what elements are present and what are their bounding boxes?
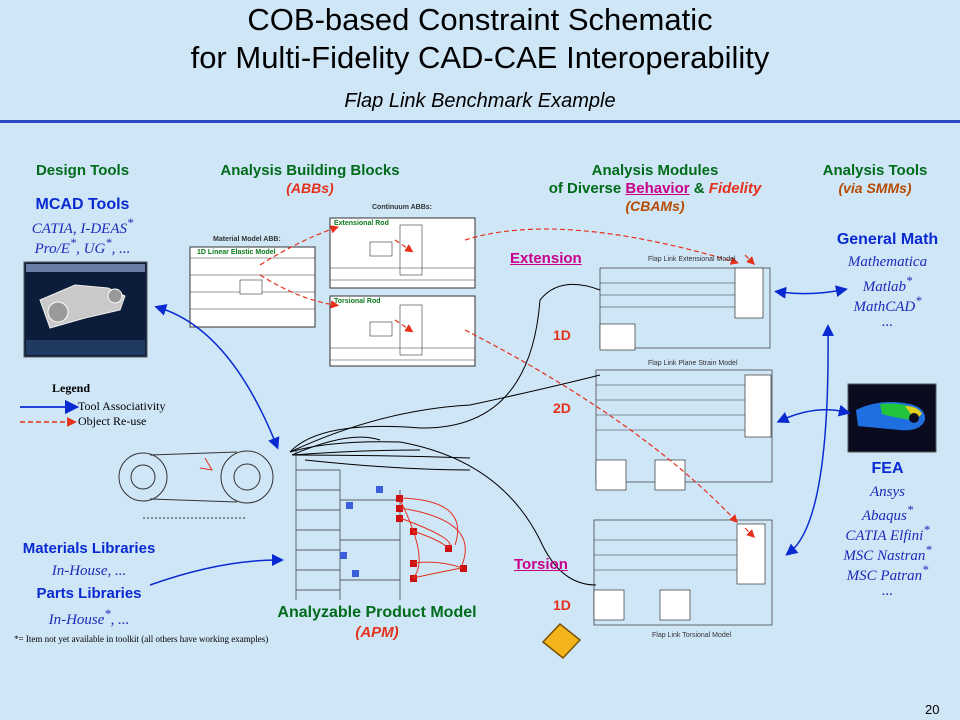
analysis-modules-subheader: of Diverse Behavior & Fidelity	[540, 180, 770, 197]
matlab-star: *	[906, 274, 913, 288]
fea-ellipsis: ...	[881, 583, 894, 599]
math-mathcad: MathCAD*	[820, 294, 955, 316]
apm-subtitle: (APM)	[355, 624, 399, 641]
footnote: *= Item not yet available in toolkit (al…	[14, 634, 269, 644]
abb-header: Analysis Building Blocks	[220, 162, 400, 179]
legend-title: Legend	[52, 381, 91, 395]
parts-libraries-sub: In-House*, ...	[4, 607, 174, 629]
parts-tail: , ...	[110, 612, 130, 628]
general-math-title: General Math	[836, 231, 939, 248]
torsional-rod-label: Torsional Rod	[334, 298, 381, 305]
fea-screenshot	[847, 383, 937, 453]
cad-screenshot	[23, 261, 148, 358]
parts-libraries-title: Parts Libraries	[36, 585, 142, 602]
apm-title: Analyzable Product Model	[277, 604, 477, 621]
am-line2-pre: of Diverse	[548, 180, 626, 197]
nastran-text: MSC Nastran	[843, 548, 926, 564]
legend-tool-associativity: Tool Associativity	[78, 399, 166, 413]
math-matlab: Matlab*	[820, 274, 955, 296]
next-arrow-icon[interactable]	[541, 622, 582, 660]
mcad-line-1: CATIA, I-DEAS*	[10, 216, 155, 238]
cbam-subheader: (CBAMs)	[625, 198, 685, 214]
matlab-text: Matlab	[862, 279, 907, 295]
fea-abaqus: Abaqus*	[820, 503, 955, 525]
abb-extensional-box	[329, 217, 476, 289]
nastran-star: *	[925, 543, 932, 557]
abaqus-star: *	[906, 503, 914, 517]
mcad-tools-title: MCAD Tools	[35, 196, 130, 213]
mcad-star-3: *	[105, 236, 112, 250]
mathcad-text: MathCAD	[853, 299, 916, 315]
parts-star: *	[104, 607, 111, 621]
analysis-tools-subheader: (via SMMs)	[838, 180, 912, 196]
title-line-2: for Multi-Fidelity CAD-CAE Interoperabil…	[190, 40, 770, 75]
legend-lines	[20, 399, 80, 427]
materials-libraries-sub: In-House, ...	[51, 563, 127, 579]
material-model-label: Material Model ABB:	[213, 236, 281, 243]
parts-inhouse: In-House	[48, 612, 105, 628]
fea-title: FEA	[871, 460, 904, 477]
apm-red-curves	[399, 497, 466, 579]
continuum-abbs-label: Continuum ABBs:	[372, 204, 433, 211]
am-behavior: Behavior	[625, 180, 690, 197]
mcad-star-1: *	[127, 216, 134, 230]
elfini-star: *	[923, 523, 930, 537]
mcad-ug: , UG	[76, 241, 106, 257]
fea-elfini: CATIA Elfini*	[820, 523, 955, 545]
plane-model-label: Flap Link Plane Strain Model	[648, 360, 738, 367]
cbam-plane-box	[595, 369, 773, 491]
fidelity-1d-ext: 1D	[553, 327, 571, 343]
elfini-text: CATIA Elfini	[845, 528, 924, 544]
abaqus-text: Abaqus	[861, 508, 907, 524]
title-line-1: COB-based Constraint Schematic	[247, 2, 713, 37]
patran-text: MSC Patran	[846, 568, 923, 584]
fidelity-1d-tor: 1D	[553, 597, 571, 613]
apm-cbam-links	[289, 283, 601, 586]
patran-star: *	[922, 563, 929, 577]
am-fidelity: Fidelity	[708, 180, 762, 197]
cbam-torsional-box	[593, 519, 773, 626]
extension-label: Extension	[510, 250, 582, 267]
torsion-label: Torsion	[514, 556, 568, 573]
linear-elastic-label: 1D Linear Elastic Model	[197, 249, 276, 256]
extensional-rod-label: Extensional Rod	[334, 220, 389, 227]
tool-associativity-links	[149, 285, 851, 586]
mcad-catia: CATIA, I-DEAS	[31, 221, 127, 237]
mathcad-star: *	[915, 294, 922, 308]
subtitle: Flap Link Benchmark Example	[344, 90, 616, 112]
abb-torsional-box	[329, 295, 476, 367]
materials-libraries-title: Materials Libraries	[22, 540, 156, 557]
apm-nodes	[340, 486, 467, 582]
math-mathematica: Mathematica	[847, 254, 928, 270]
abb-subheader: (ABBs)	[286, 180, 334, 196]
fea-nastran: MSC Nastran*	[820, 543, 955, 565]
title-rule	[0, 120, 960, 123]
mcad-ellipsis: , ...	[111, 241, 131, 257]
math-ellipsis: ...	[881, 314, 894, 330]
page-number: 20	[925, 702, 940, 717]
cbam-extensional-box	[599, 267, 771, 351]
design-tools-header: Design Tools	[35, 162, 130, 179]
mcad-star-2: *	[69, 236, 77, 250]
mcad-line-2: Pro/E*, UG*, ...	[10, 236, 155, 258]
mcad-proe: Pro/E	[34, 241, 70, 257]
fea-patran: MSC Patran*	[820, 563, 955, 585]
abb-linear-box	[189, 246, 316, 328]
fidelity-2d: 2D	[553, 400, 571, 416]
fea-ansys: Ansys	[870, 484, 905, 500]
tor-model-label: Flap Link Torsional Model	[652, 632, 732, 639]
analysis-tools-header: Analysis Tools	[822, 162, 928, 179]
analysis-modules-header: Analysis Modules	[591, 162, 719, 179]
object-reuse-links	[259, 225, 755, 538]
apm-tree	[295, 450, 401, 600]
am-amp: &	[689, 180, 709, 197]
legend-object-reuse: Object Re-use	[78, 414, 147, 428]
flap-link-drawing	[118, 450, 274, 519]
ext-model-label: Flap Link Extensional Model	[648, 256, 736, 263]
